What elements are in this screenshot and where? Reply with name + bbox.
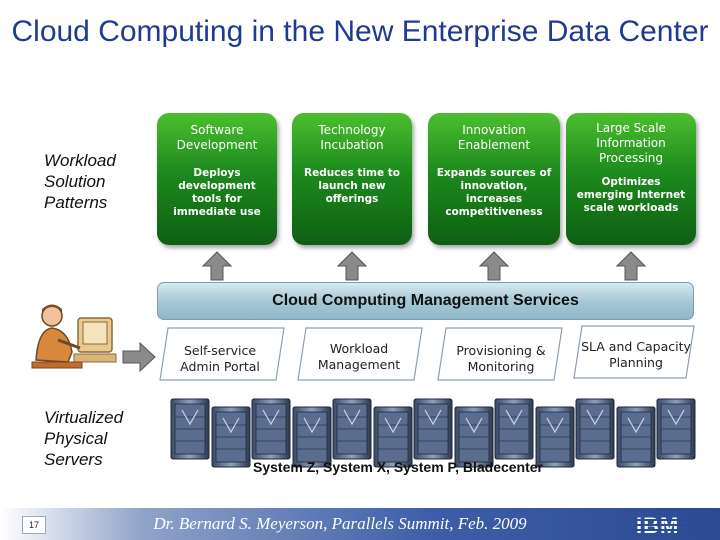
virtualized-servers-label: Virtualized Physical Servers: [44, 408, 124, 469]
service-shape: [159, 327, 285, 381]
user-at-computer-icon: [31, 304, 117, 369]
server-rack-icon: [292, 406, 331, 468]
pattern-description: Optimizes emerging Internet scale worklo…: [576, 176, 686, 214]
arrow-up-icon: [337, 251, 367, 281]
service-shape: [437, 327, 563, 381]
server-rack-row: [170, 398, 698, 476]
server-rack-icon: [373, 406, 412, 468]
pattern-title: Technology Incubation: [318, 123, 386, 152]
pattern-title: Innovation Enablement: [457, 123, 531, 152]
pattern-description: Expands sources of innovation, increases…: [436, 167, 552, 218]
service-provisioning-monitoring: Provisioning & Monitoring: [456, 343, 546, 374]
logo-stripe: [634, 524, 694, 526]
logo-stripe: [634, 519, 694, 521]
management-services-bar: Cloud Computing Management Services: [157, 282, 694, 320]
page-number: 17: [22, 516, 46, 534]
server-rack-icon: [332, 398, 372, 460]
service-shape: [573, 325, 695, 379]
pattern-title: Software Development: [176, 123, 258, 152]
pattern-innovation-enablement: Innovation Enablement Expands sources of…: [428, 113, 560, 245]
server-rack-icon: [251, 398, 291, 460]
server-rack-icon: [211, 406, 250, 468]
server-rack-icon: [616, 406, 655, 468]
server-rack-icon: [170, 398, 210, 460]
pattern-software-development: Software Development Deploys development…: [157, 113, 277, 245]
arrow-right-icon: [122, 342, 156, 372]
pattern-large-scale-processing: Large Scale Information Processing Optim…: [566, 113, 696, 245]
presenter-credit: Dr. Bernard S. Meyerson, Parallels Summi…: [153, 514, 527, 533]
server-rack-icon: [656, 398, 696, 460]
pattern-description: Reduces time to launch new offerings: [303, 167, 401, 205]
footer-bar: [0, 508, 720, 540]
arrow-up-icon: [479, 251, 509, 281]
server-rack-icon: [575, 398, 615, 460]
systems-label: System Z, System X, System P, Bladecente…: [253, 459, 543, 475]
pattern-description: Deploys development tools for immediate …: [173, 167, 261, 218]
service-sla-capacity-planning: SLA and Capacity Planning: [581, 339, 691, 370]
service-shape: [297, 327, 423, 381]
ibm-logo: IBM: [636, 513, 680, 538]
service-workload-management: Workload Management: [317, 341, 401, 372]
pattern-technology-incubation: Technology Incubation Reduces time to la…: [292, 113, 412, 245]
pattern-title: Large Scale Information Processing: [596, 121, 666, 165]
server-rack-icon: [454, 406, 493, 468]
server-rack-icon: [494, 398, 534, 460]
server-rack-icon: [413, 398, 453, 460]
workload-patterns-label: Workload Solution Patterns: [44, 151, 116, 212]
arrow-up-icon: [616, 251, 646, 281]
service-self-service-portal: Self-service Admin Portal: [180, 343, 260, 374]
logo-stripe: [634, 529, 694, 531]
server-rack-icon: [535, 406, 574, 468]
slide-title: Cloud Computing in the New Enterprise Da…: [11, 15, 709, 48]
arrow-up-icon: [202, 251, 232, 281]
